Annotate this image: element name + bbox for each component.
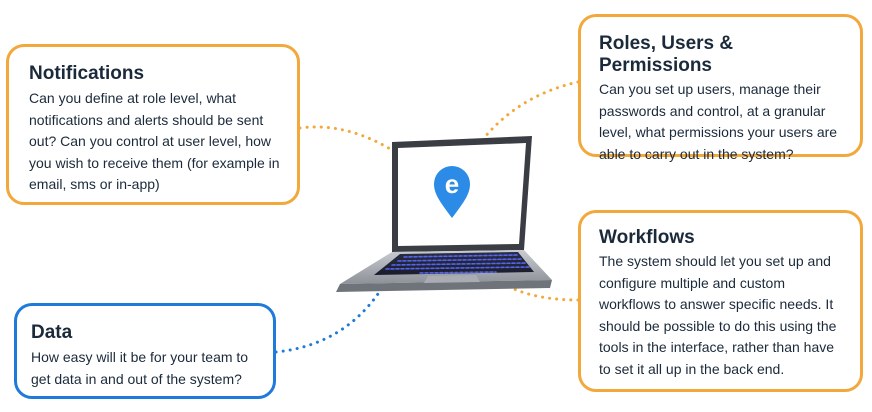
data-card: Data How easy will it be for your team t… bbox=[14, 303, 276, 399]
brand-logo-letter: e bbox=[445, 169, 459, 199]
notifications-title: Notifications bbox=[29, 63, 145, 84]
notifications-card: Notifications Can you define at role lev… bbox=[6, 44, 300, 205]
workflows-body: The system should let you set up and con… bbox=[599, 253, 837, 377]
keyboard-glow bbox=[385, 254, 531, 274]
data-body: How easy will it be for your team to get… bbox=[31, 349, 249, 387]
brand-logo-pin-icon: e bbox=[434, 166, 470, 218]
connector-notifications bbox=[298, 125, 394, 152]
roles-title: Roles, Users & Permissions bbox=[599, 33, 734, 76]
workflows-card: Workflows The system should let you set … bbox=[578, 210, 863, 392]
notifications-body: Can you define at role level, what notif… bbox=[29, 90, 280, 192]
laptop-trackpad bbox=[424, 275, 480, 283]
roles-users-permissions-card: Roles, Users & Permissions Can you set u… bbox=[578, 14, 863, 162]
connector-workflows bbox=[498, 280, 580, 302]
workflows-title: Workflows bbox=[599, 227, 695, 248]
connector-data bbox=[274, 286, 384, 354]
laptop-front-edge bbox=[336, 280, 552, 292]
connector-roles bbox=[482, 80, 580, 140]
roles-body: Can you set up users, manage their passw… bbox=[599, 81, 838, 162]
laptop-illustration bbox=[336, 136, 552, 292]
data-title: Data bbox=[31, 322, 73, 343]
